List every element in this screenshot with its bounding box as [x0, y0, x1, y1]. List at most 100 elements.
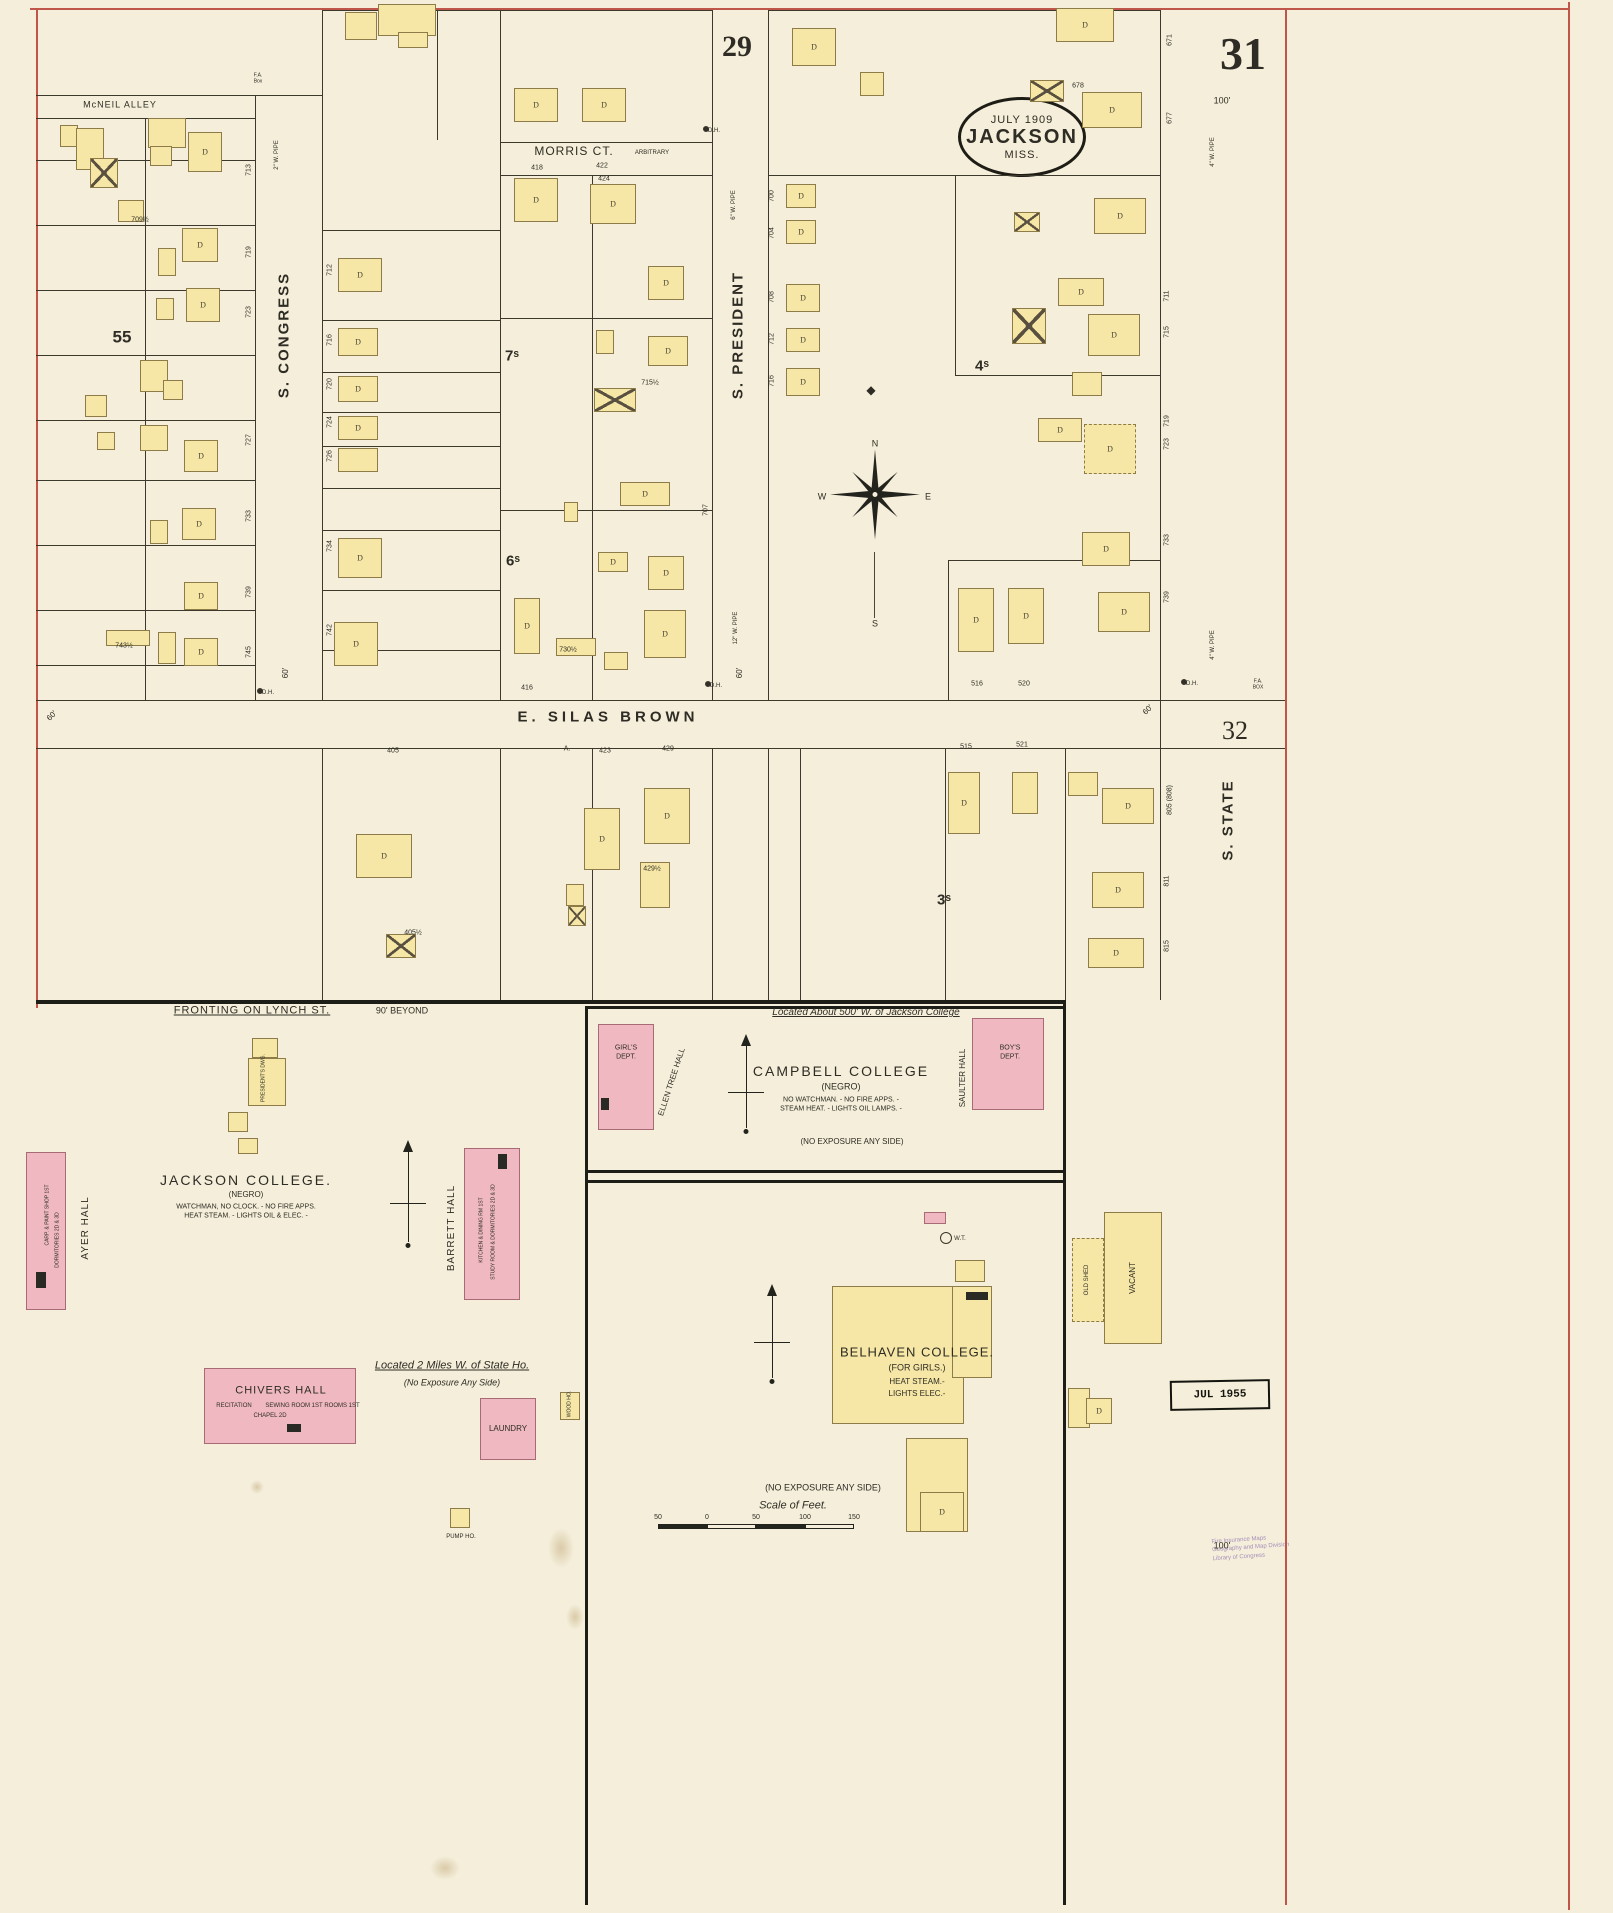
north-arrow-part: [772, 1292, 773, 1378]
map-text: 724: [326, 416, 334, 428]
map-line: [36, 480, 255, 481]
north-arrow-part: [405, 1243, 411, 1248]
dwelling-label: D: [1121, 607, 1127, 617]
map-text: 60': [735, 667, 744, 679]
frame-building: D: [644, 610, 686, 658]
map-text: 100': [1213, 1540, 1231, 1551]
map-text: E: [924, 491, 932, 502]
dwelling-label: D: [1111, 330, 1117, 340]
scale-number: 150: [848, 1514, 860, 1521]
frame-building: D: [786, 184, 816, 208]
north-arrow-part: [746, 1042, 747, 1128]
map-text: 100': [1213, 95, 1231, 106]
map-text: F.A.: [1253, 678, 1263, 685]
dwelling-label: D: [599, 834, 605, 844]
map-line: [36, 160, 255, 161]
map-text: W: [817, 491, 827, 502]
map-text: OLD SHED: [1084, 1264, 1090, 1296]
map-text: 31: [1220, 28, 1266, 79]
frame-building: D: [184, 582, 218, 610]
scale-number: 50: [752, 1514, 760, 1521]
dwelling-label: D: [939, 1507, 945, 1517]
frame-building: [1030, 80, 1064, 102]
map-line: [36, 355, 255, 356]
dwelling-label: D: [1082, 20, 1088, 30]
map-line: [588, 1180, 1065, 1183]
frame-building: D: [334, 622, 378, 666]
dwelling-label: D: [355, 384, 361, 394]
map-text: LAUNDRY: [488, 1424, 528, 1433]
map-line: [500, 175, 712, 176]
frame-building: [238, 1138, 258, 1154]
map-line: [712, 10, 713, 700]
map-line: [1063, 1000, 1066, 1905]
frame-building: D: [514, 178, 558, 222]
map-text: BOX: [1252, 684, 1264, 691]
map-text: S. STATE: [1219, 779, 1237, 861]
title-date: JULY 1909: [990, 113, 1054, 126]
map-line: [322, 748, 323, 1000]
frame-building: [640, 862, 670, 908]
brick-building: [924, 1212, 946, 1224]
map-line: [36, 420, 255, 421]
date-stamp: JUL 1955: [1169, 1379, 1271, 1411]
frame-building: [1068, 772, 1098, 796]
map-line: [322, 650, 500, 651]
age-stain: [250, 1480, 264, 1494]
frame-building: D: [356, 834, 412, 878]
map-text: 708: [768, 291, 776, 303]
map-text: 6ˢ: [506, 552, 520, 570]
map-text: (NEGRO): [228, 1190, 264, 1199]
dwelling-label: D: [601, 100, 607, 110]
frame-building: D: [786, 328, 820, 352]
frame-building: [118, 200, 144, 222]
dwelling-label: D: [811, 42, 817, 52]
hydrant-dot: [703, 126, 709, 132]
map-text: 55: [112, 327, 132, 347]
map-text: S: [871, 618, 879, 629]
map-text: 739: [1163, 591, 1171, 603]
frame-building: [228, 1112, 248, 1132]
map-line: [588, 1006, 1065, 1009]
frame-building: D: [338, 258, 382, 292]
map-text: 719: [245, 246, 253, 258]
dwelling-label: D: [1096, 1406, 1102, 1416]
frame-building: [832, 1286, 964, 1424]
frame-building: D: [1088, 938, 1144, 968]
dwelling-label: D: [665, 346, 671, 356]
north-arrow-part: [741, 1034, 751, 1046]
map-line: [500, 10, 501, 700]
frame-building: [398, 32, 428, 48]
date-stamp-text: JUL 1955: [1193, 1388, 1247, 1402]
map-text: 422: [596, 162, 608, 170]
map-line: [592, 175, 593, 700]
map-text: BARRETT HALL: [446, 1184, 457, 1272]
age-stain: [430, 1856, 460, 1880]
dwelling-label: D: [198, 451, 204, 461]
dwelling-label: D: [198, 647, 204, 657]
dwelling-label: D: [798, 191, 804, 201]
frame-building: D: [1102, 788, 1154, 824]
dwelling-label: D: [198, 591, 204, 601]
map-text: 515: [960, 743, 972, 751]
dwelling-label: D: [353, 639, 359, 649]
frame-building: D: [1098, 592, 1150, 632]
frame-building: [1072, 372, 1102, 396]
dwelling-label: D: [1125, 801, 1131, 811]
map-text: 709½: [131, 216, 149, 224]
map-text: CAMPBELL COLLEGE: [752, 1063, 930, 1079]
dwelling-label: D: [357, 553, 363, 563]
map-text: McNEIL ALLEY: [83, 99, 157, 110]
dwelling-label: D: [800, 377, 806, 387]
map-text: BOY'S: [999, 1044, 1021, 1052]
frame-building: D: [338, 328, 378, 356]
frame-building: D: [1094, 198, 1146, 234]
dwelling-label: D: [524, 621, 530, 631]
map-text: 416: [521, 684, 533, 692]
cross-hatch-symbol: [595, 389, 635, 411]
map-text: NO WATCHMAN. - NO FIRE APPS. -: [783, 1096, 899, 1104]
map-text: 7ˢ: [505, 347, 519, 365]
cross-hatch-symbol: [91, 159, 117, 187]
map-text: 704: [768, 227, 776, 239]
frame-building: D: [786, 284, 820, 312]
